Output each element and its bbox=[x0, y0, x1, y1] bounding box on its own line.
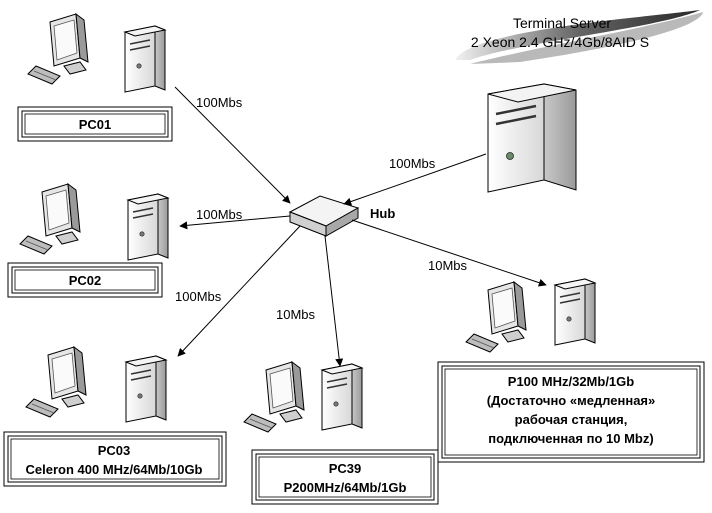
monitor-icon bbox=[27, 13, 89, 85]
link-hub-pc02 bbox=[179, 215, 291, 230]
p100-line-1: (Достаточно «медленная» bbox=[487, 393, 656, 408]
pc39-line-1: P200MHz/64Mb/1Gb bbox=[284, 480, 407, 495]
tower-icon bbox=[321, 363, 363, 431]
speed-pc02: 100Mbs bbox=[196, 207, 243, 222]
pc01-station: PC01 bbox=[17, 13, 173, 142]
pc02-line-0: PC02 bbox=[69, 273, 102, 288]
speed-pc03: 100Mbs bbox=[175, 289, 222, 304]
connections bbox=[174, 86, 547, 367]
p100-line-3: подключенная по 10 Mbz) bbox=[488, 431, 653, 446]
hub-label: Hub bbox=[370, 206, 395, 221]
tower-icon bbox=[125, 355, 167, 423]
pc03-station: PC03 Celeron 400 MHz/64Mb/10Gb bbox=[3, 346, 227, 487]
server-title: Terminal Server bbox=[513, 15, 611, 31]
pc03-line-1: Celeron 400 MHz/64Mb/10Gb bbox=[26, 462, 203, 477]
server-icon bbox=[487, 83, 577, 193]
tower-icon bbox=[554, 278, 596, 346]
tower-icon bbox=[127, 193, 169, 261]
link-hub-pc03 bbox=[177, 225, 301, 357]
p100-line-2: рабочая станция, bbox=[515, 412, 628, 427]
monitor-icon bbox=[465, 281, 527, 353]
monitor-icon bbox=[19, 183, 81, 255]
link-server-hub bbox=[343, 153, 487, 206]
tower-icon bbox=[124, 25, 166, 93]
p100-station: P100 MHz/32Mb/1Gb (Достаточно «медленная… bbox=[437, 278, 705, 463]
link-hub-pc01 bbox=[174, 86, 291, 204]
hub-icon bbox=[288, 195, 360, 237]
speed-pc01: 100Mbs bbox=[196, 95, 243, 110]
monitor-icon bbox=[243, 361, 305, 433]
link-hub-p100 bbox=[351, 219, 547, 287]
pc03-line-0: PC03 bbox=[98, 443, 131, 458]
pc01-line-0: PC01 bbox=[79, 117, 112, 132]
pc39-station: PC39 P200MHz/64Mb/1Gb bbox=[243, 361, 439, 505]
p100-line-0: P100 MHz/32Mb/1Gb bbox=[508, 374, 634, 389]
monitor-icon bbox=[25, 346, 87, 418]
link-hub-pc39 bbox=[324, 235, 344, 367]
server-spec: 2 Xeon 2.4 GHz/4Gb/8AID S bbox=[471, 34, 649, 50]
speed-server-hub: 100Mbs bbox=[389, 156, 436, 171]
pc02-station: PC02 bbox=[7, 183, 169, 298]
speed-pc39: 10Mbs bbox=[276, 307, 316, 322]
speed-p100: 10Mbs bbox=[428, 258, 468, 273]
pc39-line-0: PC39 bbox=[329, 461, 362, 476]
server-swoosh bbox=[455, 10, 700, 60]
